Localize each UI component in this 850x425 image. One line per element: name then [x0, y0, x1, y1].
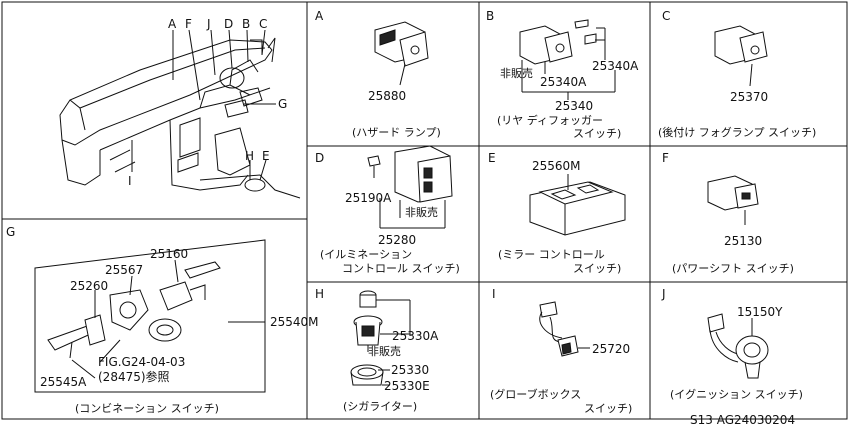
pn-25567: 25567	[105, 263, 143, 277]
callout-b: B	[242, 17, 250, 31]
pn-25340a-1: 25340A	[592, 59, 639, 73]
panel-g-caption: (コンビネーション スイッチ)	[75, 402, 219, 415]
panel-d-caption-2: コントロール スイッチ)	[342, 262, 460, 275]
combination-switch-illustration	[47, 261, 221, 359]
panel-h-letter: H	[315, 287, 324, 301]
pn-25540m: 25540M	[270, 315, 319, 329]
fig-reference-note: (28475)参照	[98, 369, 170, 384]
panel-g: G 25160 25567 25260 25540M FIG.G24-04-03	[6, 225, 319, 415]
not-sold-label-b: 非販売	[500, 67, 533, 80]
pn-25370: 25370	[730, 90, 768, 104]
panel-a: A 25880 (ハザード ランプ)	[315, 9, 441, 139]
panel-d-leader-lines	[379, 198, 446, 229]
panel-b-caption-1: (リヤ ディフォッガー	[497, 113, 603, 127]
panel-i-caption-1: (グローブボックス	[490, 387, 581, 401]
hazard-switch-illustration	[374, 21, 429, 67]
pn-25340a-2: 25340A	[540, 75, 587, 89]
panel-i-caption-2: スイッチ)	[584, 402, 632, 415]
panel-e-caption-1: (ミラー コントロール	[498, 248, 605, 261]
callout-h: H	[245, 149, 254, 163]
figure-code: S13 AG24030204	[690, 413, 795, 425]
panel-g-letter: G	[6, 225, 15, 239]
pn-25545a: 25545A	[40, 375, 87, 389]
panel-h-leader-lines	[376, 299, 411, 386]
cigarette-lighter-illustration	[350, 290, 384, 386]
panel-h-caption: (シガライター)	[343, 400, 417, 413]
panel-g-leader-lines	[71, 259, 265, 379]
panel-d-caption-1: (イルミネーション	[320, 248, 412, 261]
panel-b-caption-2: スイッチ)	[573, 127, 621, 140]
pn-25880: 25880	[368, 89, 406, 103]
rear-fog-switch-illustration	[714, 25, 768, 65]
panel-f-caption: (パワーシフト スイッチ)	[672, 262, 794, 275]
pn-25260: 25260	[70, 279, 108, 293]
callout-e: E	[262, 149, 270, 163]
pn-25720: 25720	[592, 342, 630, 356]
panel-h: H 25330A 非販売 25330 25330E (シガライター)	[315, 287, 439, 413]
ignition-switch-illustration	[707, 313, 769, 379]
panel-a-caption: (ハザード ランプ)	[352, 126, 441, 139]
panel-e: E 25560M (ミラー コントロール スイッチ)	[488, 151, 626, 275]
overview-panel: A F J D B C G I H E	[59, 17, 301, 199]
panel-i-letter: I	[492, 287, 496, 301]
panel-c-caption: (後付け フォグランプ スイッチ)	[658, 125, 816, 139]
panel-a-letter: A	[315, 9, 324, 23]
overview-leader-lines	[131, 29, 276, 181]
callout-i: I	[128, 174, 132, 188]
not-sold-label-d: 非販売	[405, 206, 438, 219]
pn-25330: 25330	[391, 363, 429, 377]
panel-j-letter: J	[661, 287, 666, 301]
pn-25330e: 25330E	[384, 379, 430, 393]
pn-25130: 25130	[724, 234, 762, 248]
pn-25160: 25160	[150, 247, 188, 261]
callout-a: A	[168, 17, 177, 31]
panel-f: F 25130 (パワーシフト スイッチ)	[662, 151, 794, 275]
panel-j-caption: (イグニッション スイッチ)	[670, 387, 803, 401]
pn-25330a: 25330A	[392, 329, 439, 343]
pn-25190a: 25190A	[345, 191, 392, 205]
panel-e-letter: E	[488, 151, 496, 165]
panel-d: D 25190A 非販売 25280 (イルミネーション コントロール スイッチ…	[315, 145, 460, 275]
pn-25340: 25340	[555, 99, 593, 113]
rear-defogger-switch-illustration	[519, 19, 597, 65]
pn-15150y: 15150Y	[737, 305, 783, 319]
callout-j: J	[206, 17, 211, 31]
panel-c: C 25370 (後付け フォグランプ スイッチ)	[658, 9, 816, 139]
pn-25280: 25280	[378, 233, 416, 247]
panel-g-outline	[34, 239, 266, 393]
panel-c-letter: C	[662, 9, 670, 23]
mirror-control-switch-illustration	[529, 181, 626, 236]
illumination-switch-illustration	[367, 145, 453, 203]
not-sold-label-h: 非販売	[368, 345, 401, 358]
power-shift-switch-illustration	[707, 175, 759, 211]
panel-b-letter: B	[486, 9, 494, 23]
panel-e-caption-2: スイッチ)	[573, 262, 621, 275]
pn-25560m: 25560M	[532, 159, 581, 173]
panel-b: B 非販売 25340A 25340A 25340 (リヤ ディフォッガー スイ…	[486, 9, 639, 140]
callout-c: C	[259, 17, 267, 31]
panel-f-letter: F	[662, 151, 669, 165]
glove-box-switch-illustration	[539, 301, 579, 357]
panel-j: J 15150Y (イグニッション スイッチ)	[661, 287, 803, 401]
panel-i: I 25720 (グローブボックス スイッチ)	[490, 287, 632, 415]
fig-reference: FIG.G24-04-03	[98, 355, 185, 369]
callout-g: G	[278, 97, 287, 111]
panel-b-leader-lines	[521, 27, 616, 100]
panel-d-letter: D	[315, 151, 324, 165]
dashboard-illustration	[59, 37, 301, 199]
callout-d: D	[224, 17, 233, 31]
callout-f: F	[185, 17, 192, 31]
